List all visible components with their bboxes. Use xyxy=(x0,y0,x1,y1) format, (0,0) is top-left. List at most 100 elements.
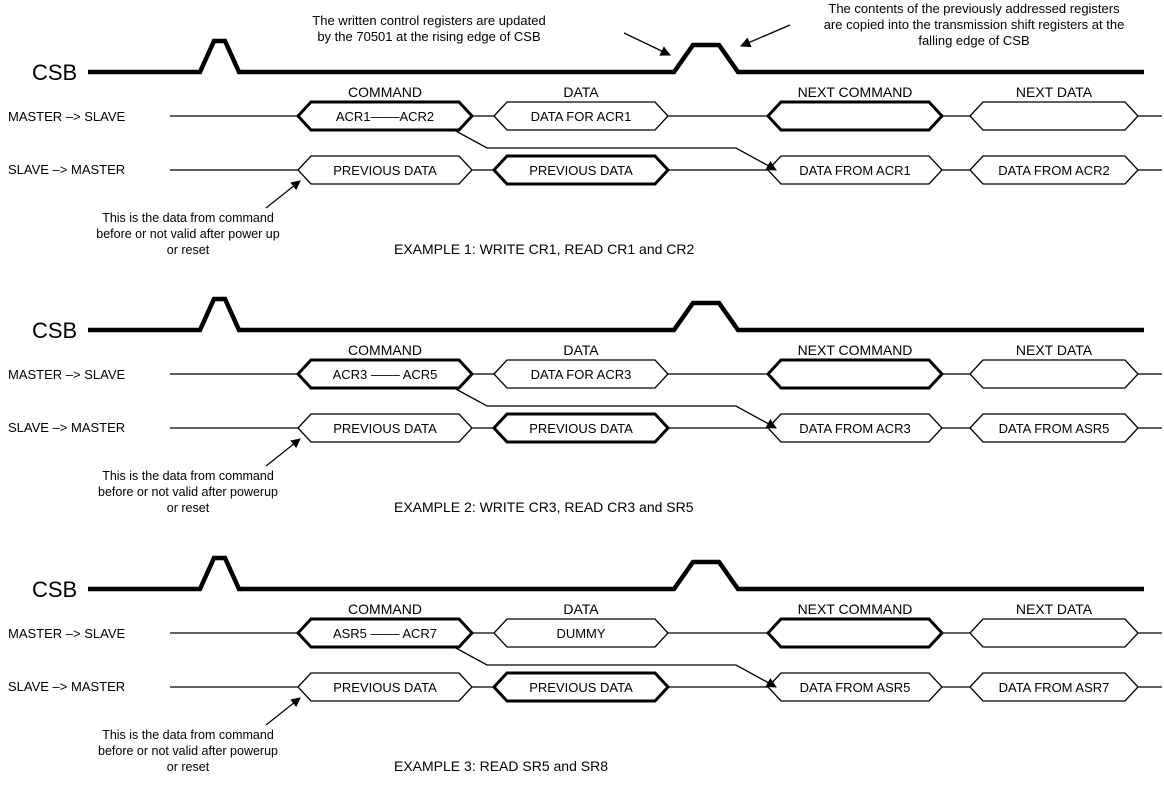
master-cell-label: ASR5 –––– ACR7 xyxy=(333,626,437,641)
note-line: This is the data from command xyxy=(102,469,274,483)
phase-header: COMMAND xyxy=(348,342,422,358)
csb-label: CSB xyxy=(32,318,77,343)
master-data-cell xyxy=(969,359,1139,389)
rising-edge-note-line-2: by the 70501 at the rising edge of CSB xyxy=(317,29,540,44)
slave-cell-label: DATA FROM ACR1 xyxy=(799,163,910,178)
master-data-cell xyxy=(765,358,945,390)
example-2: CSB MASTER –> SLAVE SLAVE –> MASTER COMMAND… xyxy=(8,296,1162,515)
note-arrow xyxy=(265,180,301,209)
falling-edge-note: The contents of the previously addressed… xyxy=(740,1,1125,48)
slave-data-cell xyxy=(491,154,671,186)
phase-header: NEXT DATA xyxy=(1016,342,1093,358)
master-to-slave-label: MASTER –> SLAVE xyxy=(8,367,125,382)
phase-header: DATA xyxy=(563,84,599,100)
master-to-slave-label: MASTER –> SLAVE xyxy=(8,109,125,124)
csb-waveform xyxy=(88,296,1144,333)
slave-data-cell xyxy=(969,413,1139,443)
example-caption: EXAMPLE 1: WRITE CR1, READ CR1 and CR2 xyxy=(394,241,695,257)
master-data-cell xyxy=(765,100,945,132)
slave-cell-label: PREVIOUS DATA xyxy=(529,421,633,436)
slave-cell-label: DATA FROM ASR5 xyxy=(800,680,911,695)
master-data-cell xyxy=(969,101,1139,131)
example-3: CSB MASTER –> SLAVE SLAVE –> MASTER COMMAND… xyxy=(8,555,1162,774)
phase-header: NEXT COMMAND xyxy=(798,342,913,358)
slave-cell-label: DATA FROM ACR3 xyxy=(799,421,910,436)
falling-edge-note-line-1: The contents of the previously addressed… xyxy=(828,1,1120,16)
falling-edge-arrow xyxy=(740,24,791,48)
slave-cell-label: PREVIOUS DATA xyxy=(333,421,437,436)
phase-header: DATA xyxy=(563,601,599,617)
note-arrow xyxy=(265,697,301,726)
phase-header: NEXT COMMAND xyxy=(798,601,913,617)
csb-label: CSB xyxy=(32,60,77,85)
slave-bus: PREVIOUS DATA PREVIOUS DATA DATA FROM ACR1… xyxy=(170,154,1162,186)
slave-to-master-label: SLAVE –> MASTER xyxy=(8,420,125,435)
rising-edge-arrow xyxy=(623,32,671,56)
slave-data-cell xyxy=(491,671,671,703)
note-line: This is the data from command xyxy=(102,728,274,742)
phase-header: NEXT DATA xyxy=(1016,601,1093,617)
slave-to-master-label: SLAVE –> MASTER xyxy=(8,162,125,177)
slave-data-cell xyxy=(297,155,473,185)
rising-edge-note-line-1: The written control registers are update… xyxy=(312,13,545,28)
phase-header: NEXT COMMAND xyxy=(798,84,913,100)
master-cell-label: ACR3 –––– ACR5 xyxy=(333,367,438,382)
csb-label: CSB xyxy=(32,577,77,602)
falling-edge-note-line-2: are copied into the transmission shift r… xyxy=(824,17,1125,32)
master-data-cell xyxy=(295,100,475,132)
slave-cell-label: DATA FROM ASR7 xyxy=(999,680,1110,695)
phase-header: COMMAND xyxy=(348,84,422,100)
slave-cell-label: DATA FROM ACR2 xyxy=(998,163,1109,178)
master-cell-label: DATA FOR ACR3 xyxy=(531,367,632,382)
phase-header: NEXT DATA xyxy=(1016,84,1093,100)
example-caption: EXAMPLE 2: WRITE CR3, READ CR3 and SR5 xyxy=(394,499,694,515)
note-line: before or not valid after powerup xyxy=(98,485,278,499)
slave-cell-label: PREVIOUS DATA xyxy=(529,163,633,178)
note-line: or reset xyxy=(167,243,210,257)
master-to-slave-label: MASTER –> SLAVE xyxy=(8,626,125,641)
slave-to-master-label: SLAVE –> MASTER xyxy=(8,679,125,694)
note-line: before or not valid after power up xyxy=(96,227,279,241)
note-line: or reset xyxy=(167,760,210,774)
master-cell-label: DATA FOR ACR1 xyxy=(531,109,632,124)
slave-data-cell xyxy=(767,413,943,443)
note-line: This is the data from command xyxy=(102,211,274,225)
falling-edge-note-line-3: falling edge of CSB xyxy=(918,33,1029,48)
slave-data-cell xyxy=(969,155,1139,185)
master-cell-label: ACR1––––ACR2 xyxy=(336,109,434,124)
master-data-cell xyxy=(493,101,669,131)
csb-waveform xyxy=(88,38,1144,75)
slave-data-cell xyxy=(969,672,1139,702)
master-bus: ACR1––––ACR2 DATA FOR ACR1 xyxy=(170,100,1162,132)
data-flow-arrow xyxy=(453,387,777,429)
slave-cell-label: DATA FROM ASR5 xyxy=(999,421,1110,436)
example-caption: EXAMPLE 3: READ SR5 and SR8 xyxy=(394,758,608,774)
example-1: CSB MASTER –> SLAVE SLAVE –> MASTER COMMAND… xyxy=(8,38,1162,257)
csb-waveform xyxy=(88,555,1144,592)
slave-cell-label: PREVIOUS DATA xyxy=(333,163,437,178)
rising-edge-note: The written control registers are update… xyxy=(312,13,671,56)
note-line: or reset xyxy=(167,501,210,515)
data-flow-arrow xyxy=(453,129,777,171)
data-flow-arrow xyxy=(453,646,777,688)
note-arrow xyxy=(265,438,301,467)
slave-bus: PREVIOUS DATA PREVIOUS DATA DATA FROM ACR3… xyxy=(170,412,1162,444)
phase-header: DATA xyxy=(563,342,599,358)
master-cell-label: DUMMY xyxy=(556,626,605,641)
slave-data-cell xyxy=(491,412,671,444)
master-bus: ASR5 –––– ACR7 DUMMY xyxy=(170,617,1162,649)
master-data-cell xyxy=(295,358,475,390)
slave-data-cell xyxy=(767,672,943,702)
slave-data-cell xyxy=(297,672,473,702)
phase-header: COMMAND xyxy=(348,601,422,617)
master-data-cell xyxy=(969,618,1139,648)
slave-data-cell xyxy=(767,155,943,185)
master-data-cell xyxy=(295,617,475,649)
master-data-cell xyxy=(493,618,669,648)
slave-data-cell xyxy=(297,413,473,443)
note-line: before or not valid after powerup xyxy=(98,744,278,758)
master-data-cell xyxy=(765,617,945,649)
master-data-cell xyxy=(493,359,669,389)
